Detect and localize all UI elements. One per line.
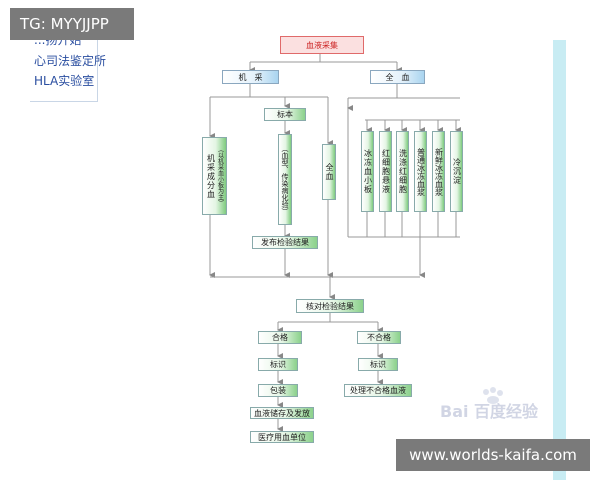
apheresis-product-note: （以机采血小板为主） [216,146,224,206]
node-specimen-test: （血型、传染病化验） [278,134,292,225]
page-edge-strip [553,40,566,480]
component-label: 洗涤红细胞 [398,149,408,194]
node-packaging: 包装 [258,384,298,397]
sidebar-link-hla-lab[interactable]: HLA实验室 [34,74,95,88]
baidu-jingyan-logo: Bai 百度经验 [440,386,540,426]
node-pass: 合格 [258,331,302,344]
component-label: 普通冰冻血浆 [416,147,426,196]
component-label: 冷沉淀 [452,158,462,185]
baidu-paw-icon [483,387,503,404]
sidebar-link-judicial-center[interactable]: 心司法鉴定所 [34,54,107,68]
component-frozen-platelet: 冰冻血小板 [361,131,374,212]
node-apheresis-product: 机采成分血 （以机采血小板为主） [202,137,227,215]
node-blood-collection: 血液采集 [280,36,364,54]
component-label: 新鲜冰冻血浆 [434,147,444,196]
node-label-pass: 标识 [258,358,298,371]
node-apheresis: 机 采 [222,70,279,84]
component-label: 红细胞悬液 [381,149,391,194]
component-cryoprecipitate: 冷沉淀 [450,131,463,212]
node-dispose-unqualified: 处理不合格血液 [344,384,412,397]
component-label: 冰冻血小板 [363,149,373,194]
component-fresh-frozen-plasma: 新鲜冰冻血浆 [432,131,445,212]
node-storage-distribution: 血液储存及发放 [250,407,314,419]
watermark-top: TG: MYYJJPP [10,8,134,40]
apheresis-product-label: 机采成分血 [206,153,216,199]
node-verify-results: 核对检验结果 [296,299,364,313]
node-label-fail: 标识 [358,358,398,371]
node-hospital: 医疗用血单位 [250,431,314,443]
component-frozen-plasma: 普通冰冻血浆 [414,131,427,212]
watermark-bottom: www.worlds-kaifa.com [396,439,590,471]
baidu-logo-text: Bai 百度经验 [440,402,539,421]
node-publish-results: 发布检验结果 [252,236,318,249]
node-specimen: 标本 [264,108,306,121]
node-fail: 不合格 [357,331,401,344]
component-rbc-suspension: 红细胞悬液 [379,131,392,212]
component-washed-rbc: 洗涤红细胞 [396,131,409,212]
node-whole-blood: 全 血 [370,70,425,84]
whole-blood-column-label: 全血 [325,163,334,181]
node-whole-blood-column: 全血 [322,144,336,200]
specimen-test-label: （血型、传染病化验） [281,144,289,215]
